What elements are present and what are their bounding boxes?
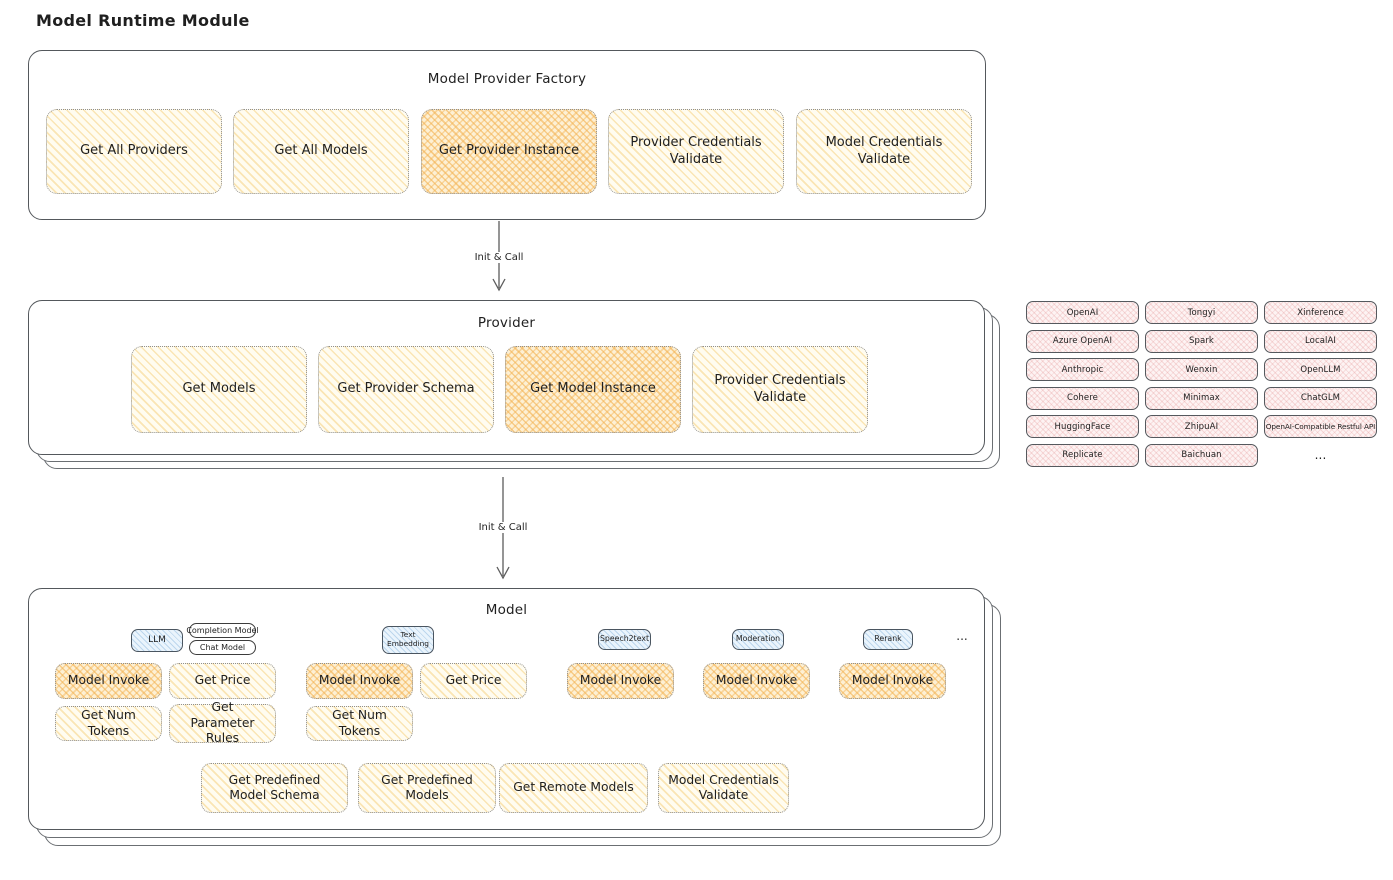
model-title: Model (485, 602, 528, 618)
box-model-invoke-moderation: Model Invoke (703, 663, 810, 699)
provider-item-baichuan: Baichuan (1145, 443, 1258, 467)
diagram-title: Model Runtime Module (36, 11, 250, 30)
provider-item-spark: Spark (1145, 329, 1258, 353)
provider-item-cohere: Cohere (1026, 386, 1139, 410)
provider-list-ellipsis: ... (1314, 448, 1327, 462)
provider-section: Provider Get Models Get Provider Schema … (28, 300, 985, 455)
box-get-price-llm: Get Price (169, 663, 276, 699)
box-get-all-models: Get All Models (233, 109, 409, 194)
box-model-credentials-validate: Model Credentials Validate (796, 109, 972, 194)
box-get-all-providers: Get All Providers (46, 109, 222, 194)
provider-item-tongyi: Tongyi (1145, 301, 1258, 324)
provider-item-minimax: Minimax (1145, 386, 1258, 410)
box-get-predefined-model-schema: Get Predefined Model Schema (201, 763, 348, 813)
box-get-model-instance: Get Model Instance (505, 346, 681, 433)
init-call-label-1: Init & Call (469, 252, 529, 263)
tab-completion-model: Completion Model (186, 623, 259, 638)
provider-item-openai: OpenAI (1026, 301, 1139, 324)
factory-title: Model Provider Factory (427, 71, 587, 87)
tab-rerank: Rerank (863, 629, 913, 650)
box-provider-credentials-validate-2: Provider Credentials Validate (692, 346, 868, 433)
box-get-remote-models: Get Remote Models (499, 763, 648, 813)
provider-item-chatglm: ChatGLM (1264, 386, 1377, 410)
box-model-credentials-validate-model: Model Credentials Validate (658, 763, 789, 813)
model-provider-factory-section: Model Provider Factory Get All Providers… (28, 50, 986, 220)
box-model-invoke-llm: Model Invoke (55, 663, 162, 699)
provider-item-wenxin: Wenxin (1145, 358, 1258, 381)
provider-item-zhipuai: ZhipuAI (1145, 415, 1258, 438)
provider-item-openai-compatible: OpenAI-Compatible Restful API (1264, 415, 1377, 438)
provider-item-xinference: Xinference (1264, 301, 1377, 324)
box-model-invoke-rerank: Model Invoke (839, 663, 946, 699)
provider-item-replicate: Replicate (1026, 443, 1139, 467)
model-section: Model LLM Completion Model Chat Model Te… (28, 588, 985, 830)
box-get-provider-schema: Get Provider Schema (318, 346, 494, 433)
box-get-predefined-models: Get Predefined Models (358, 763, 496, 813)
tab-speech2text: Speech2text (598, 629, 651, 650)
box-get-provider-instance: Get Provider Instance (421, 109, 597, 194)
provider-list: OpenAI Tongyi Xinference Azure OpenAI Sp… (1026, 301, 1377, 467)
box-get-num-tokens-embedding: Get Num Tokens (306, 706, 413, 741)
provider-title: Provider (477, 315, 536, 331)
box-get-price-embedding: Get Price (420, 663, 527, 699)
tabs-ellipsis: ... (956, 629, 968, 643)
box-get-parameter-rules: Get Parameter Rules (169, 700, 276, 745)
provider-item-anthropic: Anthropic (1026, 358, 1139, 381)
tab-chat-model: Chat Model (189, 640, 256, 655)
provider-item-localai: LocalAI (1264, 329, 1377, 353)
box-model-invoke-speech2text: Model Invoke (567, 663, 674, 699)
tab-text-embedding: Text Embedding (382, 626, 434, 654)
init-call-label-2: Init & Call (473, 522, 533, 533)
box-model-invoke-embedding: Model Invoke (306, 663, 413, 699)
provider-item-azure-openai: Azure OpenAI (1026, 329, 1139, 353)
box-get-models: Get Models (131, 346, 307, 433)
tab-llm: LLM (131, 629, 183, 652)
provider-item-openllm: OpenLLM (1264, 358, 1377, 381)
box-get-num-tokens-llm: Get Num Tokens (55, 706, 162, 741)
box-provider-credentials-validate: Provider Credentials Validate (608, 109, 784, 194)
tab-moderation: Moderation (732, 629, 784, 650)
provider-item-huggingface: HuggingFace (1026, 415, 1139, 438)
